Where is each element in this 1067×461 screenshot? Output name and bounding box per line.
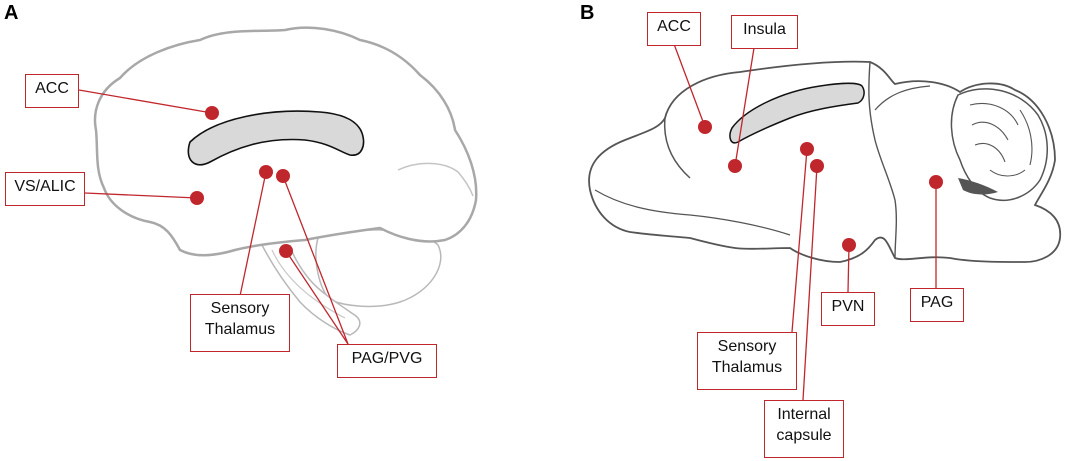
label-sensory-thalamus-a-line1: Sensory [210,300,270,317]
label-sensory-thalamus-b-line1: Sensory [717,338,777,355]
corpus-callosum [187,110,365,166]
markers-b [698,120,943,252]
marker-insula [728,159,742,173]
label-pag-pvg-text: PAG/PVG [351,350,423,367]
midbrain-boundary [874,85,931,111]
marker-internal-capsule [810,159,824,173]
label-insula: Insula [731,15,798,49]
rhinal-line [663,117,691,179]
label-pvn: PVN [821,292,875,326]
label-acc-a: ACC [25,74,79,108]
leader-line-pag-pvg-2 [285,250,349,345]
leader-lines-a [78,89,349,345]
label-vs-alic: VS/ALIC [5,172,85,206]
leader-line-acc-b [673,43,706,128]
leader-line-sensory-thalamus-b [791,148,808,333]
leader-line-pag-pvg-1 [282,175,349,345]
label-vs-alic-text: VS/ALIC [14,178,76,195]
leader-lines-b [673,43,937,401]
label-pag-pvg: PAG/PVG [337,344,437,378]
label-acc-a-text: ACC [35,80,69,97]
cerebellum-folia [969,103,1033,177]
label-pag: PAG [910,288,964,322]
label-sensory-thalamus-a-line2: Thalamus [204,321,276,338]
sylvian-fissure [397,162,474,197]
label-sensory-thalamus-b-line2: Thalamus [711,359,783,376]
leader-line-acc [78,89,213,114]
panel-letter-b: B [580,2,595,24]
human-brain-illustration [78,26,478,345]
leader-line-insula [734,47,755,167]
marker-vs-alic [190,191,204,205]
rodent-brain-outline [588,60,1062,263]
leader-line-pvn [847,244,850,293]
marker-pag-pvg-lower [279,244,293,258]
marker-pag-pvg-upper [276,169,290,183]
marker-sensory-thalamus-b [800,142,814,156]
marker-sensory-thalamus [259,165,273,179]
rodent-brain-illustration [588,43,1062,401]
marker-pvn [842,238,856,252]
label-acc-b-text: ACC [657,18,691,35]
label-acc-b: ACC [647,12,701,46]
label-pvn-text: PVN [831,298,865,315]
panel-letter-a: A [4,2,19,24]
cerebellum-outline-b [950,88,1048,201]
label-pag-text: PAG [920,294,954,311]
brainstem-inner-line [271,249,346,319]
label-internal-capsule: Internal capsule [764,400,844,458]
leader-line-sensory-thalamus [239,171,267,297]
label-insula-text: Insula [743,21,786,38]
ventral-line [594,189,791,236]
marker-pag [929,175,943,189]
lateral-ventricle-b [729,82,865,144]
leader-line-internal-capsule [802,165,818,401]
leader-line-vs-alic [84,192,198,199]
label-sensory-thalamus-a: Sensory Thalamus [190,294,290,352]
cortex-boundary [868,61,898,259]
markers-a [190,106,293,258]
marker-acc [205,106,219,120]
cerebrum-outline [93,26,478,257]
label-internal-capsule-line2: capsule [776,427,832,444]
label-internal-capsule-line1: Internal [777,406,831,423]
label-sensory-thalamus-b: Sensory Thalamus [697,332,797,390]
marker-acc-b [698,120,712,134]
fourth-ventricle [958,178,998,195]
